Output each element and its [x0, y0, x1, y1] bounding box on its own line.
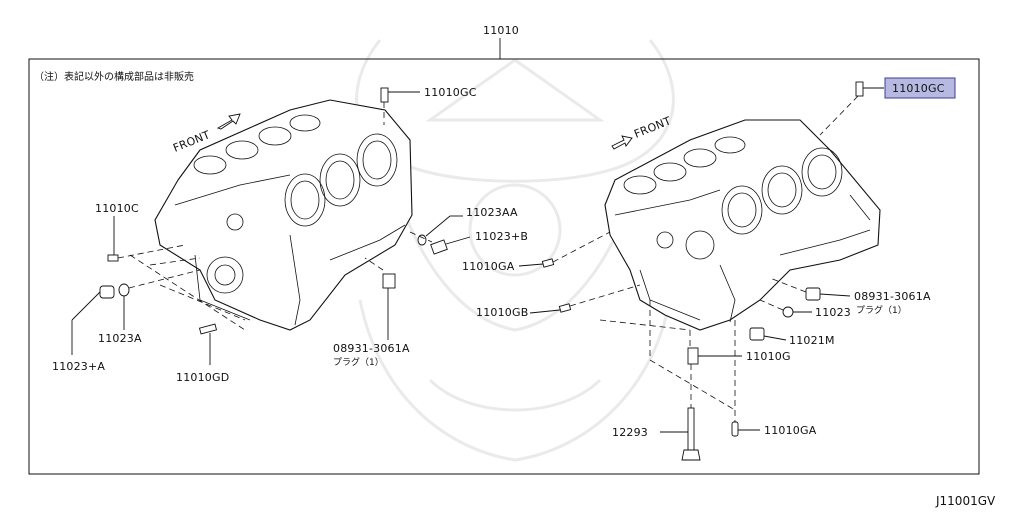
part-11010C[interactable]: 11010C — [95, 202, 186, 262]
label-11021M[interactable]: 11021M — [789, 334, 835, 347]
part-11023pA[interactable]: 11023+A — [52, 285, 115, 373]
label-right-11010GC[interactable]: 11010GC — [892, 82, 945, 95]
right-dashed-leaders — [599, 300, 736, 422]
label-11010C[interactable]: 11010C — [95, 202, 139, 215]
part-11010GA-upper[interactable]: 11010GA — [462, 231, 611, 273]
part-11023[interactable]: 11023 — [759, 299, 851, 319]
label-12293[interactable]: 12293 — [612, 426, 648, 439]
left-dowel-11010GC[interactable]: 11010GC — [380, 86, 477, 125]
part-left-08931[interactable]: 08931-3061A プラグ（1） — [333, 257, 410, 368]
label-left-08931[interactable]: 08931-3061A — [333, 342, 410, 355]
part-11023B[interactable]: 11023+B — [409, 230, 528, 255]
label-11010[interactable]: 11010 — [483, 24, 519, 37]
right-dowel-11010GC[interactable]: 11010GC — [819, 77, 956, 136]
label-left-11010GC[interactable]: 11010GC — [424, 86, 477, 99]
note-text: （注）表記以外の構成部品は非販売 — [34, 70, 194, 83]
part-11010GA-lower[interactable]: 11010GA — [731, 421, 817, 437]
label-11023B[interactable]: 11023+B — [475, 230, 528, 243]
part-11010GD[interactable]: 11010GD — [176, 323, 229, 384]
part-11023AA[interactable]: 11023AA — [417, 206, 518, 246]
right-cylinder-block — [604, 119, 881, 331]
label-11010GA-lower[interactable]: 11010GA — [764, 424, 817, 437]
diagram-frame — [28, 58, 980, 475]
label-11010GA-upper[interactable]: 11010GA — [462, 260, 515, 273]
right-front-label: FRONT — [632, 114, 673, 141]
part-11010GB[interactable]: 11010GB — [476, 284, 641, 319]
label-right-plug: プラグ（1） — [856, 304, 907, 316]
watermark-crest — [355, 39, 675, 462]
part-right-08931[interactable]: 08931-3061A プラグ（1） — [769, 277, 931, 316]
footer-code: J11001GV — [935, 494, 996, 508]
left-cylinder-block — [154, 99, 413, 331]
label-11023AA[interactable]: 11023AA — [466, 206, 518, 219]
left-dashed-leaders — [129, 254, 246, 331]
part-12293[interactable]: 12293 — [612, 407, 701, 461]
part-11021M[interactable]: 11021M — [749, 327, 835, 347]
label-11010GD[interactable]: 11010GD — [176, 371, 229, 384]
label-11010GB[interactable]: 11010GB — [476, 306, 528, 319]
label-11023pA[interactable]: 11023+A — [52, 360, 105, 373]
label-11023A[interactable]: 11023A — [98, 332, 142, 345]
label-right-08931[interactable]: 08931-3061A — [854, 290, 931, 303]
part-11010G[interactable]: 11010G — [687, 347, 791, 365]
label-11010G[interactable]: 11010G — [746, 350, 791, 363]
label-left-plug: プラグ（1） — [333, 356, 384, 368]
highlight-box-11010GC[interactable] — [884, 77, 956, 99]
label-11023[interactable]: 11023 — [815, 306, 851, 319]
part-11023A[interactable]: 11023A — [98, 269, 201, 345]
